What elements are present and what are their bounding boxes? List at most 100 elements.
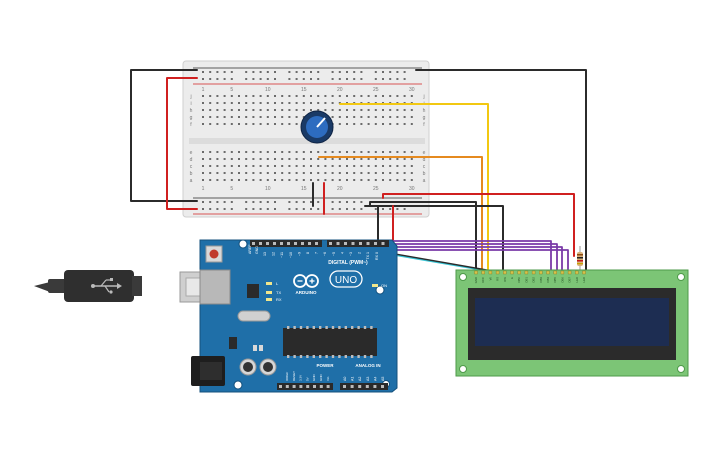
breadboard-hole[interactable] <box>410 151 413 153</box>
breadboard-hole[interactable] <box>230 95 233 97</box>
header-pin[interactable] <box>350 385 354 388</box>
breadboard-hole[interactable] <box>230 201 233 203</box>
breadboard-hole[interactable] <box>396 179 399 181</box>
header-pin[interactable] <box>273 242 276 245</box>
breadboard-hole[interactable] <box>310 109 312 111</box>
breadboard-hole[interactable] <box>274 179 276 181</box>
breadboard-hole[interactable] <box>216 158 219 160</box>
breadboard-hole[interactable] <box>209 78 212 80</box>
breadboard-hole[interactable] <box>274 109 276 111</box>
breadboard-hole[interactable] <box>331 78 334 80</box>
breadboard-hole[interactable] <box>288 123 291 125</box>
breadboard-hole[interactable] <box>302 78 305 80</box>
breadboard-hole[interactable] <box>209 179 212 181</box>
breadboard-hole[interactable] <box>338 172 341 174</box>
breadboard-hole[interactable] <box>202 109 204 111</box>
breadboard-hole[interactable] <box>310 179 312 181</box>
breadboard-hole[interactable] <box>374 109 377 111</box>
breadboard-hole[interactable] <box>202 179 204 181</box>
breadboard-hole[interactable] <box>403 208 406 210</box>
breadboard-hole[interactable] <box>338 208 341 210</box>
lcd-header-pins[interactable] <box>474 270 586 275</box>
breadboard-hole[interactable] <box>216 109 219 111</box>
header-pin[interactable] <box>313 385 316 388</box>
breadboard-hole[interactable] <box>202 208 204 210</box>
breadboard-hole[interactable] <box>281 116 284 118</box>
breadboard-hole[interactable] <box>274 158 276 160</box>
breadboard-hole[interactable] <box>353 201 356 203</box>
breadboard-hole[interactable] <box>353 165 356 167</box>
breadboard-hole[interactable] <box>252 208 255 210</box>
breadboard-hole[interactable] <box>374 172 377 174</box>
breadboard-hole[interactable] <box>223 95 226 97</box>
breadboard-hole[interactable] <box>259 78 262 80</box>
breadboard-hole[interactable] <box>274 71 276 73</box>
breadboard-hole[interactable] <box>396 151 399 153</box>
breadboard-hole[interactable] <box>223 71 226 73</box>
breadboard-hole[interactable] <box>331 208 334 210</box>
breadboard-hole[interactable] <box>338 179 341 181</box>
breadboard-hole[interactable] <box>324 172 327 174</box>
breadboard-hole[interactable] <box>317 172 320 174</box>
breadboard-hole[interactable] <box>281 123 284 125</box>
breadboard-hole[interactable] <box>346 172 348 174</box>
breadboard-hole[interactable] <box>202 71 204 73</box>
breadboard-hole[interactable] <box>230 158 233 160</box>
breadboard-hole[interactable] <box>389 78 392 80</box>
breadboard-hole[interactable] <box>382 208 384 210</box>
breadboard-hole[interactable] <box>223 158 226 160</box>
breadboard-hole[interactable] <box>389 95 392 97</box>
breadboard-hole[interactable] <box>353 95 356 97</box>
breadboard-hole[interactable] <box>216 165 219 167</box>
breadboard-hole[interactable] <box>295 201 298 203</box>
lcd-pin[interactable] <box>560 270 565 275</box>
breadboard-hole[interactable] <box>389 179 392 181</box>
breadboard-hole[interactable] <box>367 151 370 153</box>
breadboard-hole[interactable] <box>310 71 312 73</box>
breadboard-hole[interactable] <box>302 95 305 97</box>
breadboard-hole[interactable] <box>317 71 320 73</box>
breadboard-hole[interactable] <box>288 109 291 111</box>
breadboard-hole[interactable] <box>209 71 212 73</box>
breadboard-hole[interactable] <box>281 179 284 181</box>
breadboard-hole[interactable] <box>202 151 204 153</box>
breadboard-hole[interactable] <box>310 151 312 153</box>
breadboard-hole[interactable] <box>338 109 341 111</box>
breadboard-hole[interactable] <box>202 116 204 118</box>
breadboard-hole[interactable] <box>331 179 334 181</box>
header-pin[interactable] <box>344 242 347 245</box>
lcd-pin[interactable] <box>553 270 557 275</box>
breadboard-hole[interactable] <box>252 123 255 125</box>
breadboard-hole[interactable] <box>389 123 392 125</box>
breadboard-hole[interactable] <box>223 172 226 174</box>
breadboard-hole[interactable] <box>410 165 413 167</box>
breadboard-hole[interactable] <box>310 95 312 97</box>
breadboard-hole[interactable] <box>396 208 399 210</box>
lcd-pin[interactable] <box>575 270 579 275</box>
breadboard-hole[interactable] <box>331 151 334 153</box>
breadboard-hole[interactable] <box>230 116 233 118</box>
breadboard-hole[interactable] <box>245 201 248 203</box>
breadboard-hole[interactable] <box>259 151 262 153</box>
breadboard-hole[interactable] <box>360 78 363 80</box>
breadboard-hole[interactable] <box>281 151 284 153</box>
header-pin[interactable] <box>306 385 310 388</box>
breadboard-hole[interactable] <box>346 95 348 97</box>
breadboard-hole[interactable] <box>389 116 392 118</box>
breadboard-hole[interactable] <box>324 165 327 167</box>
breadboard-hole[interactable] <box>360 71 363 73</box>
header-pin[interactable] <box>266 242 269 245</box>
breadboard-hole[interactable] <box>209 172 212 174</box>
breadboard-hole[interactable] <box>360 208 363 210</box>
breadboard-hole[interactable] <box>252 71 255 73</box>
breadboard-hole[interactable] <box>346 71 348 73</box>
breadboard-hole[interactable] <box>324 179 327 181</box>
breadboard-hole[interactable] <box>209 208 212 210</box>
breadboard-hole[interactable] <box>367 165 370 167</box>
breadboard-hole[interactable] <box>317 102 320 104</box>
breadboard-hole[interactable] <box>245 78 248 80</box>
breadboard-hole[interactable] <box>382 151 384 153</box>
breadboard-hole[interactable] <box>259 71 262 73</box>
header-pin[interactable] <box>343 385 346 388</box>
breadboard-hole[interactable] <box>410 172 413 174</box>
